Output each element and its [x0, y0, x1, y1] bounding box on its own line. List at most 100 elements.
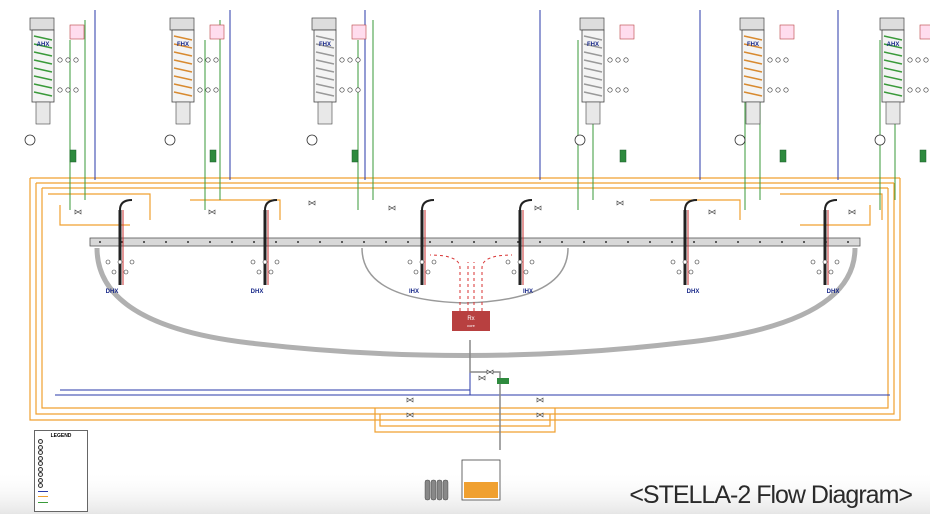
instrument-bubble	[58, 58, 62, 62]
instrument-bubble	[269, 270, 273, 274]
instrument-bubble	[768, 58, 772, 62]
orange-line	[48, 194, 150, 220]
instrument-bubble	[130, 260, 134, 264]
instrument-bubble	[823, 260, 827, 264]
instrument-bubble	[608, 88, 612, 92]
core-label-1: Rx	[467, 316, 474, 322]
instrument-bubble	[908, 88, 912, 92]
valve-icon	[535, 206, 541, 210]
instrument-bubble	[74, 88, 78, 92]
hx-tower: FHX	[307, 18, 366, 162]
deck-bolt	[671, 241, 673, 243]
deck-bolt	[341, 241, 343, 243]
tower-duct	[746, 102, 760, 124]
instrument-bubble	[768, 88, 772, 92]
tower-label: FHX	[319, 42, 331, 48]
deck-bolt	[231, 241, 233, 243]
instrument-bubble	[356, 88, 360, 92]
flow-meter	[780, 150, 786, 162]
deck-bolt	[253, 241, 255, 243]
instrument-bubble	[784, 58, 788, 62]
orange-line	[800, 205, 870, 225]
tower-tank	[210, 25, 224, 39]
tower-blower	[307, 135, 317, 145]
tower-body	[314, 30, 336, 102]
orange-line	[650, 200, 740, 220]
tower-hood	[312, 18, 336, 30]
instrument-bubble	[924, 58, 928, 62]
instrument-bubble	[432, 260, 436, 264]
flow-meter	[620, 150, 626, 162]
instrument-bubble	[348, 88, 352, 92]
deck-bolt	[407, 241, 409, 243]
instrument-bubble	[671, 260, 675, 264]
instrument-bubble	[206, 88, 210, 92]
pool-hx-elbow	[265, 200, 277, 210]
tower-blower	[875, 135, 885, 145]
deck-bolt	[539, 241, 541, 243]
tower-duct	[886, 102, 900, 124]
pool-hx-unit: DHX	[811, 200, 839, 295]
air-heat-exchanger-towers: AHXFHXFHXFHXFHXAHX	[25, 18, 930, 162]
tower-hood	[170, 18, 194, 30]
tower-hood	[880, 18, 904, 30]
instrument-bubble	[624, 58, 628, 62]
instrument-bubble	[908, 58, 912, 62]
instrument-bubble	[198, 58, 202, 62]
instrument-bubble	[106, 260, 110, 264]
pool-hx-unit: IHX	[506, 200, 534, 295]
gas-cylinder	[443, 480, 448, 500]
instrument-bubble	[518, 260, 522, 264]
tower-label: FHX	[747, 42, 759, 48]
deck-bolt	[781, 241, 783, 243]
legend-line-swatch	[38, 502, 48, 503]
tower-label: AHX	[887, 42, 900, 48]
instrument-bubble	[74, 58, 78, 62]
valve-icon	[389, 206, 395, 210]
pool-hx-label: DHX	[827, 289, 840, 295]
instrument-bubble	[524, 270, 528, 274]
pool-hx-elbow	[422, 200, 434, 210]
deck-bolt	[209, 241, 211, 243]
legend: LEGEND	[34, 430, 88, 512]
instrument-bubble	[677, 270, 681, 274]
hx-tower: FHX	[575, 18, 634, 162]
instrument-bubble	[214, 58, 218, 62]
instrument-bubble	[214, 88, 218, 92]
valve-icon	[479, 376, 485, 380]
instrument-bubble	[616, 88, 620, 92]
gas-cylinder	[437, 480, 442, 500]
pool-hx-label: DHX	[251, 289, 264, 295]
instrument-bubble	[348, 58, 352, 62]
pool-hx-label: DHX	[106, 289, 119, 295]
deck-bolt	[473, 241, 475, 243]
deck-bolt	[649, 241, 651, 243]
deck-bolt	[803, 241, 805, 243]
deck-bolt	[385, 241, 387, 243]
tower-tank	[920, 25, 930, 39]
instrument-bubble	[263, 260, 267, 264]
tower-hood	[580, 18, 604, 30]
instrument-bubble	[112, 270, 116, 274]
emf-meter	[497, 378, 509, 384]
instrument-bubble	[340, 88, 344, 92]
tower-label: FHX	[177, 42, 189, 48]
gas-cylinder	[425, 480, 430, 500]
instrument-bubble	[66, 58, 70, 62]
deck-bolt	[627, 241, 629, 243]
instrument-bubble	[414, 270, 418, 274]
tower-blower	[735, 135, 745, 145]
instrument-bubble	[616, 58, 620, 62]
reactor-vessel	[97, 248, 855, 356]
tower-duct	[36, 102, 50, 124]
pool-hx-elbow	[825, 200, 837, 210]
deck-bolt	[715, 241, 717, 243]
pool-hx-unit: DHX	[671, 200, 699, 295]
pool-hx-elbow	[120, 200, 132, 210]
valve-icon	[75, 210, 81, 214]
tower-hood	[30, 18, 54, 30]
legend-symbol	[38, 472, 43, 477]
instrument-bubble	[811, 260, 815, 264]
